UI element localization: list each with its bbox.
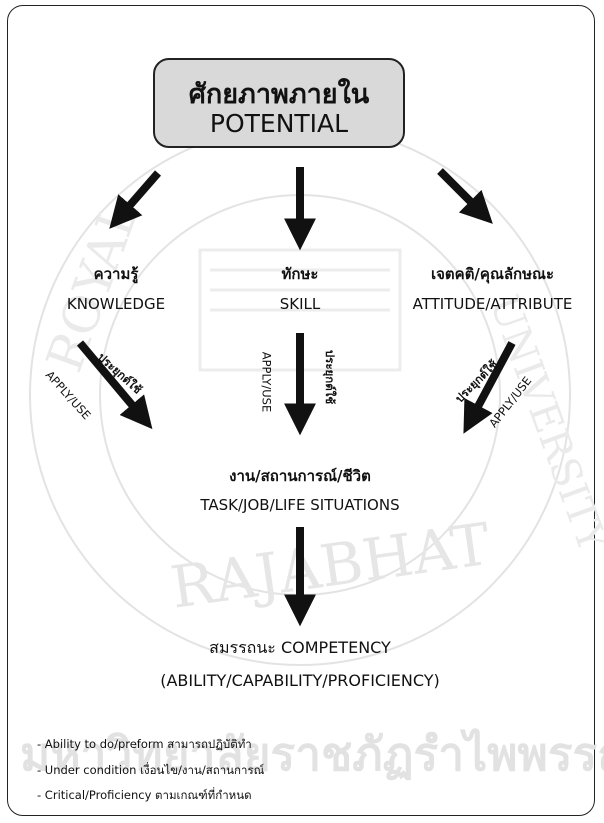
knowledge-thai: ความรู้	[93, 265, 139, 283]
note-ability: - Ability to do/preform สามารถปฏิบัติทำ	[37, 737, 252, 751]
knowledge-label: ความรู้ KNOWLEDGE	[66, 262, 166, 313]
apply-en-center: APPLY/USE	[259, 351, 274, 413]
note-critical: - Critical/Proficiency ตามเกณฑ์ที่กำหนด	[37, 788, 252, 802]
knowledge-en: KNOWLEDGE	[66, 295, 166, 313]
skill-thai: ทักษะ	[281, 265, 319, 283]
competency-subtitle: (ABILITY/CAPABILITY/PROFICIENCY)	[160, 671, 440, 690]
potential-box: ศักยภาพภายใน POTENTIAL	[153, 58, 405, 148]
potential-thai: ศักยภาพภายใน	[188, 79, 370, 110]
situation-thai: งาน/สถานการณ์/ชีวิต	[229, 467, 371, 485]
situation-label: งาน/สถานการณ์/ชีวิต TASK/JOB/LIFE SITUAT…	[150, 464, 450, 514]
attitude-label: เจตคติ/คุณลักษณะ ATTITUDE/ATTRIBUTE	[390, 262, 595, 313]
arrow-attitude-apply	[463, 341, 516, 434]
note-condition: - Under condition เงื่อนไข/งาน/สถานการณ์	[37, 763, 265, 777]
situation-en: TASK/JOB/LIFE SITUATIONS	[200, 496, 400, 514]
arrow-knowledge-apply	[76, 340, 153, 430]
attitude-thai: เจตคติ/คุณลักษณะ	[431, 265, 554, 283]
arrow-to-knowledge	[109, 170, 162, 229]
skill-en: SKILL	[279, 295, 321, 313]
skill-label: ทักษะ SKILL	[250, 262, 350, 313]
potential-en: POTENTIAL	[209, 109, 349, 138]
apply-thai-center: ประยุกต์ใช้	[323, 349, 338, 405]
competency-label: สมรรถนะ COMPETENCY (ABILITY/CAPABILITY/P…	[100, 636, 500, 690]
competency-title: สมรรถนะ COMPETENCY	[209, 638, 391, 657]
arrow-to-attitude	[437, 168, 493, 224]
attitude-en: ATTITUDE/ATTRIBUTE	[412, 295, 573, 313]
